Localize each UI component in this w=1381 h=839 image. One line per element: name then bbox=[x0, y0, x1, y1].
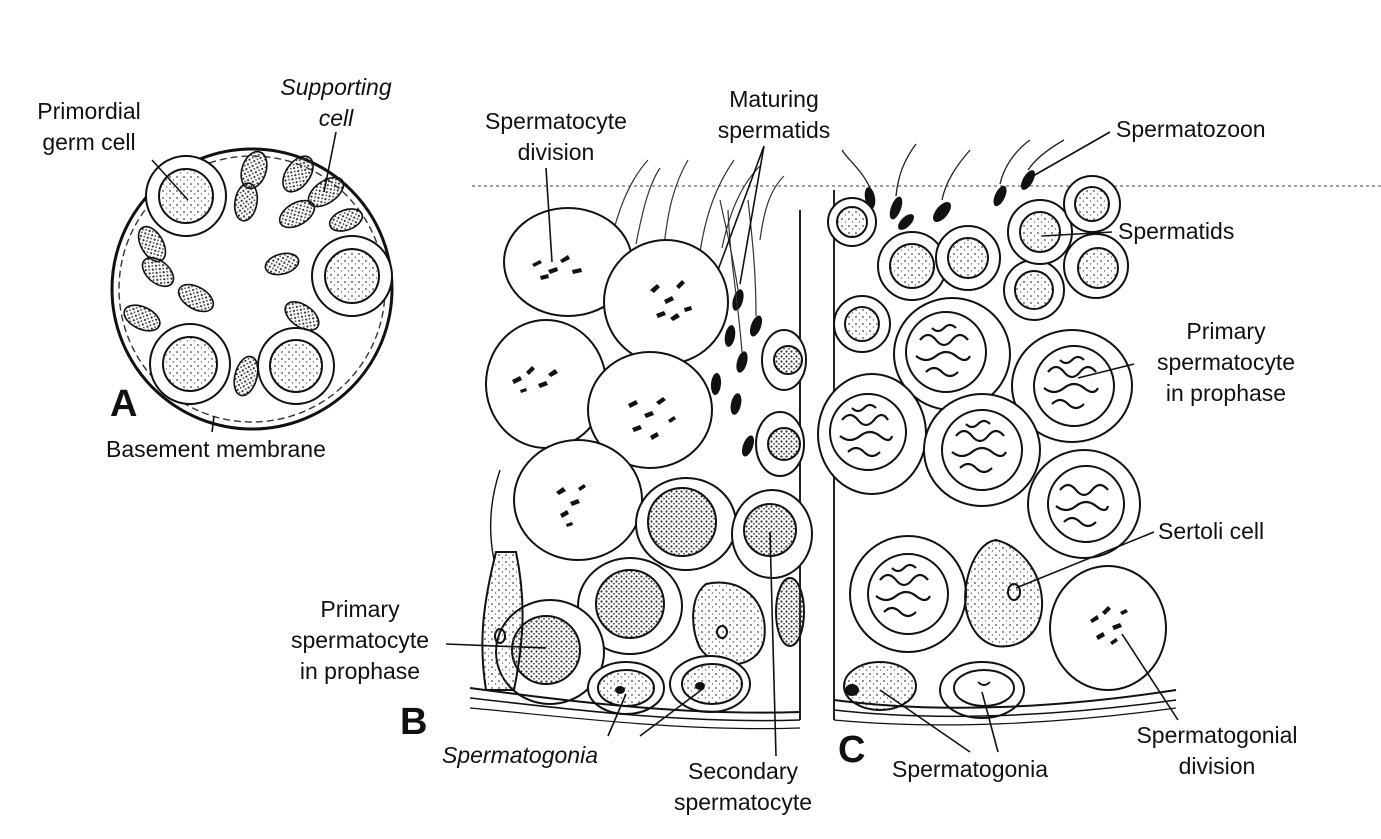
panel-c-letter: C bbox=[838, 729, 866, 771]
label-primordial-germ-cell: Primordial germ cell bbox=[37, 98, 141, 155]
leader-primary-spermatocyte-c bbox=[1077, 363, 1135, 379]
label-spermatogonial-division: Spermatogonial division bbox=[1136, 722, 1298, 779]
label-maturing-spermatids: Maturing spermatids bbox=[717, 86, 831, 143]
leader-primordial-germ-cell bbox=[151, 159, 189, 201]
leader-spermatids bbox=[1041, 231, 1113, 237]
leader-supporting-cell bbox=[323, 131, 337, 193]
leader-secondary-spermatocyte bbox=[769, 531, 777, 757]
leader-maturing-spermatids-2 bbox=[739, 145, 765, 285]
chromatin-threads bbox=[839, 323, 1110, 618]
leader-maturing-spermatids-1 bbox=[717, 145, 765, 271]
label-primary-spermatocyte-c: Primary spermatocyte in prophase bbox=[1156, 318, 1296, 406]
label-spermatogonia-b: Spermatogonia bbox=[442, 742, 598, 768]
leader-spermatocyte-division bbox=[545, 167, 553, 263]
basement-membrane-c bbox=[833, 689, 1177, 709]
label-spermatozoon: Spermatozoon bbox=[1116, 116, 1266, 142]
label-spermatids: Spermatids bbox=[1118, 218, 1235, 244]
leader-primary-spermatocyte-b bbox=[445, 643, 547, 649]
leader-spermatogonia-b-2 bbox=[639, 687, 705, 737]
leader-spermatogonial-division bbox=[1121, 633, 1179, 721]
panel-b-drawing bbox=[469, 159, 1381, 730]
label-secondary-spermatocyte: Secondary spermatocyte bbox=[673, 758, 813, 815]
spermatids-c bbox=[827, 175, 1129, 353]
cord-outline bbox=[110, 147, 394, 431]
leader-spermatogonia-c-1 bbox=[879, 689, 971, 753]
leader-basement-membrane bbox=[211, 415, 215, 433]
label-spermatogonia-c: Spermatogonia bbox=[892, 756, 1048, 782]
maturing-spermatid-heads bbox=[710, 289, 763, 457]
panel-b-letter: B bbox=[400, 701, 428, 743]
label-spermatocyte-division: Spermatocyte division bbox=[485, 108, 627, 165]
spermatogonial-division-cell bbox=[1049, 565, 1167, 691]
supporting-cells bbox=[123, 150, 364, 397]
leader-spermatozoon bbox=[1025, 131, 1111, 181]
leader-spermatogonia-c-2 bbox=[981, 691, 999, 753]
leader-sertoli-cell bbox=[1015, 531, 1155, 589]
leader-lines bbox=[151, 131, 1179, 757]
label-basement-membrane: Basement membrane bbox=[106, 436, 326, 462]
leader-spermatogonia-b-1 bbox=[607, 693, 627, 737]
spermatogonia-b bbox=[587, 655, 751, 715]
label-sertoli-cell: Sertoli cell bbox=[1158, 518, 1265, 544]
sertoli-cell-c bbox=[964, 538, 1044, 648]
spermatogonia-c bbox=[843, 661, 1025, 719]
basement-membrane-b bbox=[469, 687, 801, 714]
primary-spermatocytes-b bbox=[495, 329, 813, 705]
secondary-spermatocyte-cell bbox=[692, 581, 766, 666]
panel-c-drawing bbox=[817, 139, 1177, 726]
label-primary-spermatocyte-b: Primary spermatocyte in prophase bbox=[290, 596, 430, 684]
panel-a-drawing bbox=[110, 147, 394, 431]
panel-a-letter: A bbox=[110, 383, 138, 425]
sertoli-cell-b bbox=[481, 551, 524, 691]
label-supporting-cell: Supporting cell bbox=[280, 74, 392, 131]
